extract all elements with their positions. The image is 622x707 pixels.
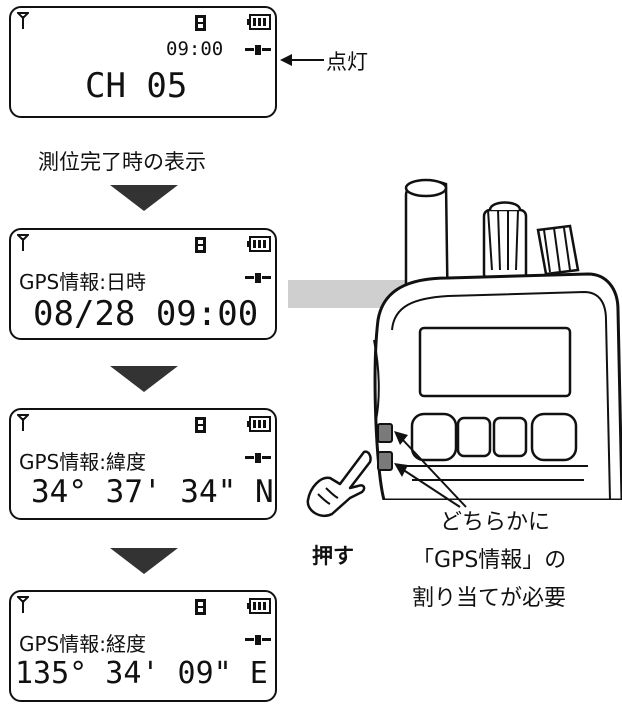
down-arrow-icon — [110, 548, 178, 574]
latitude-value: 34° 37' 34" N — [31, 474, 274, 510]
channel-display: CH 05 — [85, 66, 188, 106]
antenna-icon — [17, 414, 29, 431]
fix-complete-caption: 測位完了時の表示 — [38, 150, 206, 174]
pointer-arrows — [394, 431, 467, 508]
note-line-2: 「GPS情報」の — [412, 548, 567, 573]
memory-icon — [195, 599, 206, 615]
battery-icon — [247, 416, 271, 432]
memory-icon — [195, 15, 206, 31]
gps-satellite-icon — [245, 273, 271, 283]
gps-satellite-icon — [245, 635, 271, 645]
clock-time: 09:00 — [166, 38, 224, 60]
note-line-3: 割り当てが必要 — [412, 586, 567, 611]
antenna-icon — [17, 12, 29, 29]
antenna-icon — [17, 596, 29, 613]
gps-satellite-icon — [245, 453, 271, 463]
assignment-note: どちらかに 「GPS情報」の 割り当てが必要 — [412, 504, 566, 618]
battery-icon — [247, 598, 271, 614]
radio-illustration — [288, 178, 622, 500]
antenna-icon — [17, 234, 29, 251]
datetime-value: 08/28 09:00 — [33, 294, 259, 334]
down-arrow-icon — [110, 366, 178, 392]
screen-heading: GPS情報:日時 — [19, 270, 146, 294]
battery-icon — [247, 236, 271, 252]
screen-heading: GPS情報:緯度 — [19, 450, 146, 474]
screen-heading: GPS情報:経度 — [19, 632, 146, 656]
lcd-screen-datetime: GPS情報:日時 08/28 09:00 — [9, 228, 277, 340]
hand-press-icon — [306, 450, 372, 517]
arrow-icon — [280, 54, 324, 66]
battery-icon — [247, 14, 271, 30]
down-arrow-icon — [110, 185, 178, 211]
press-label: 押す — [312, 544, 354, 568]
gps-satellite-icon — [245, 45, 271, 55]
lit-label: 点灯 — [326, 50, 368, 74]
lcd-screen-longitude: GPS情報:経度 135° 34' 09" E — [9, 590, 277, 702]
longitude-value: 135° 34' 09" E — [15, 656, 268, 691]
lcd-screen-standby: 09:00 CH 05 — [9, 6, 277, 118]
memory-icon — [195, 417, 206, 433]
lcd-screen-latitude: GPS情報:緯度 34° 37' 34" N — [9, 408, 277, 520]
note-line-1: どちらかに — [440, 510, 551, 535]
memory-icon — [195, 237, 206, 253]
